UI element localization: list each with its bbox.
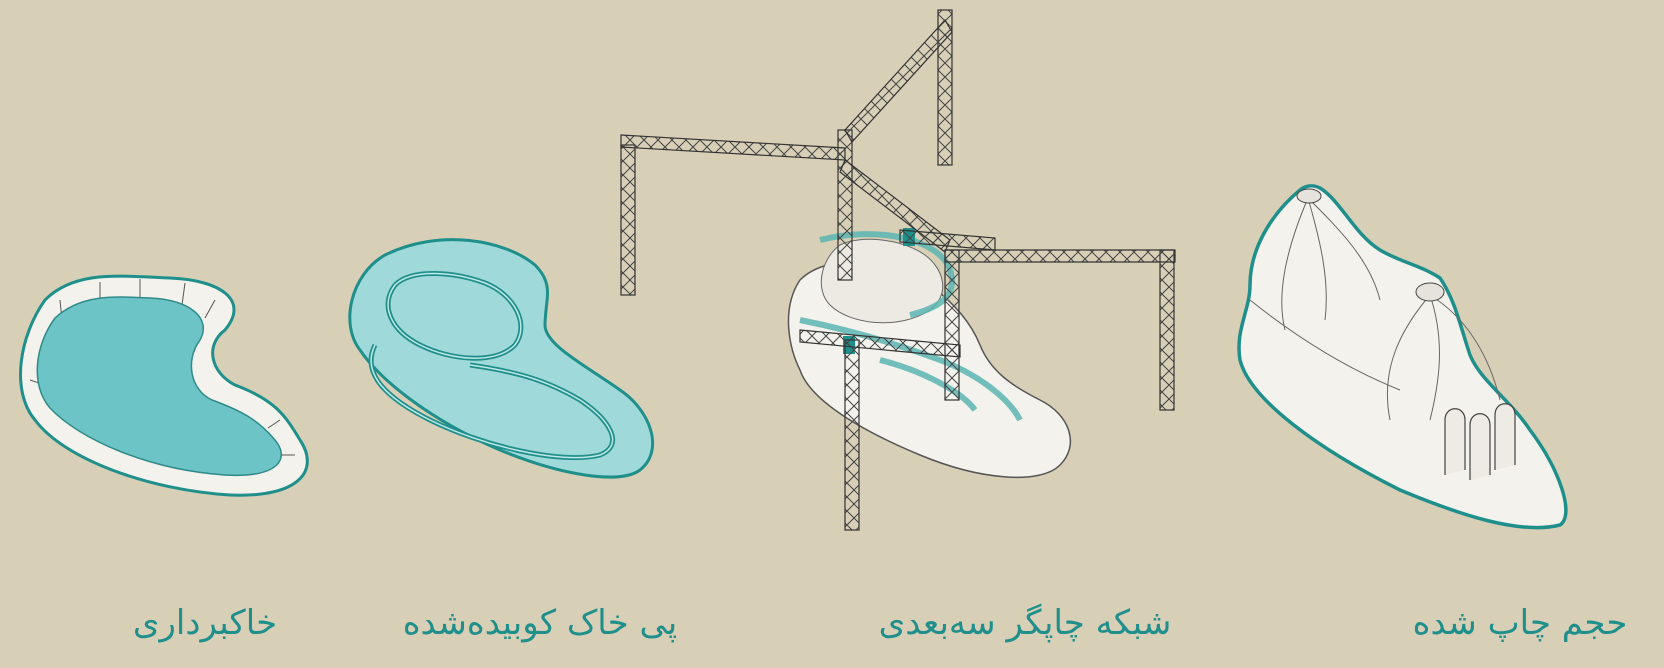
printed-volume-illustration — [1239, 186, 1566, 528]
caption-3d-printer-network: شبکه چاپگر سه‌بعدی — [860, 598, 1190, 648]
printed-volume-shell — [1239, 186, 1566, 528]
foundation-illustration — [350, 240, 653, 477]
printer-network-illustration — [621, 10, 1175, 530]
foundation-slab — [350, 240, 653, 477]
caption-compacted-soil-foundation: پی خاک کوبیده‌شده — [375, 598, 705, 648]
excavation-illustration — [21, 276, 308, 495]
caption-printed-volume: حجم چاپ شده — [1395, 598, 1645, 648]
oculus-icon — [1297, 189, 1321, 203]
caption-excavation: خاکبرداری — [120, 598, 290, 648]
oculus-icon — [1416, 283, 1444, 301]
